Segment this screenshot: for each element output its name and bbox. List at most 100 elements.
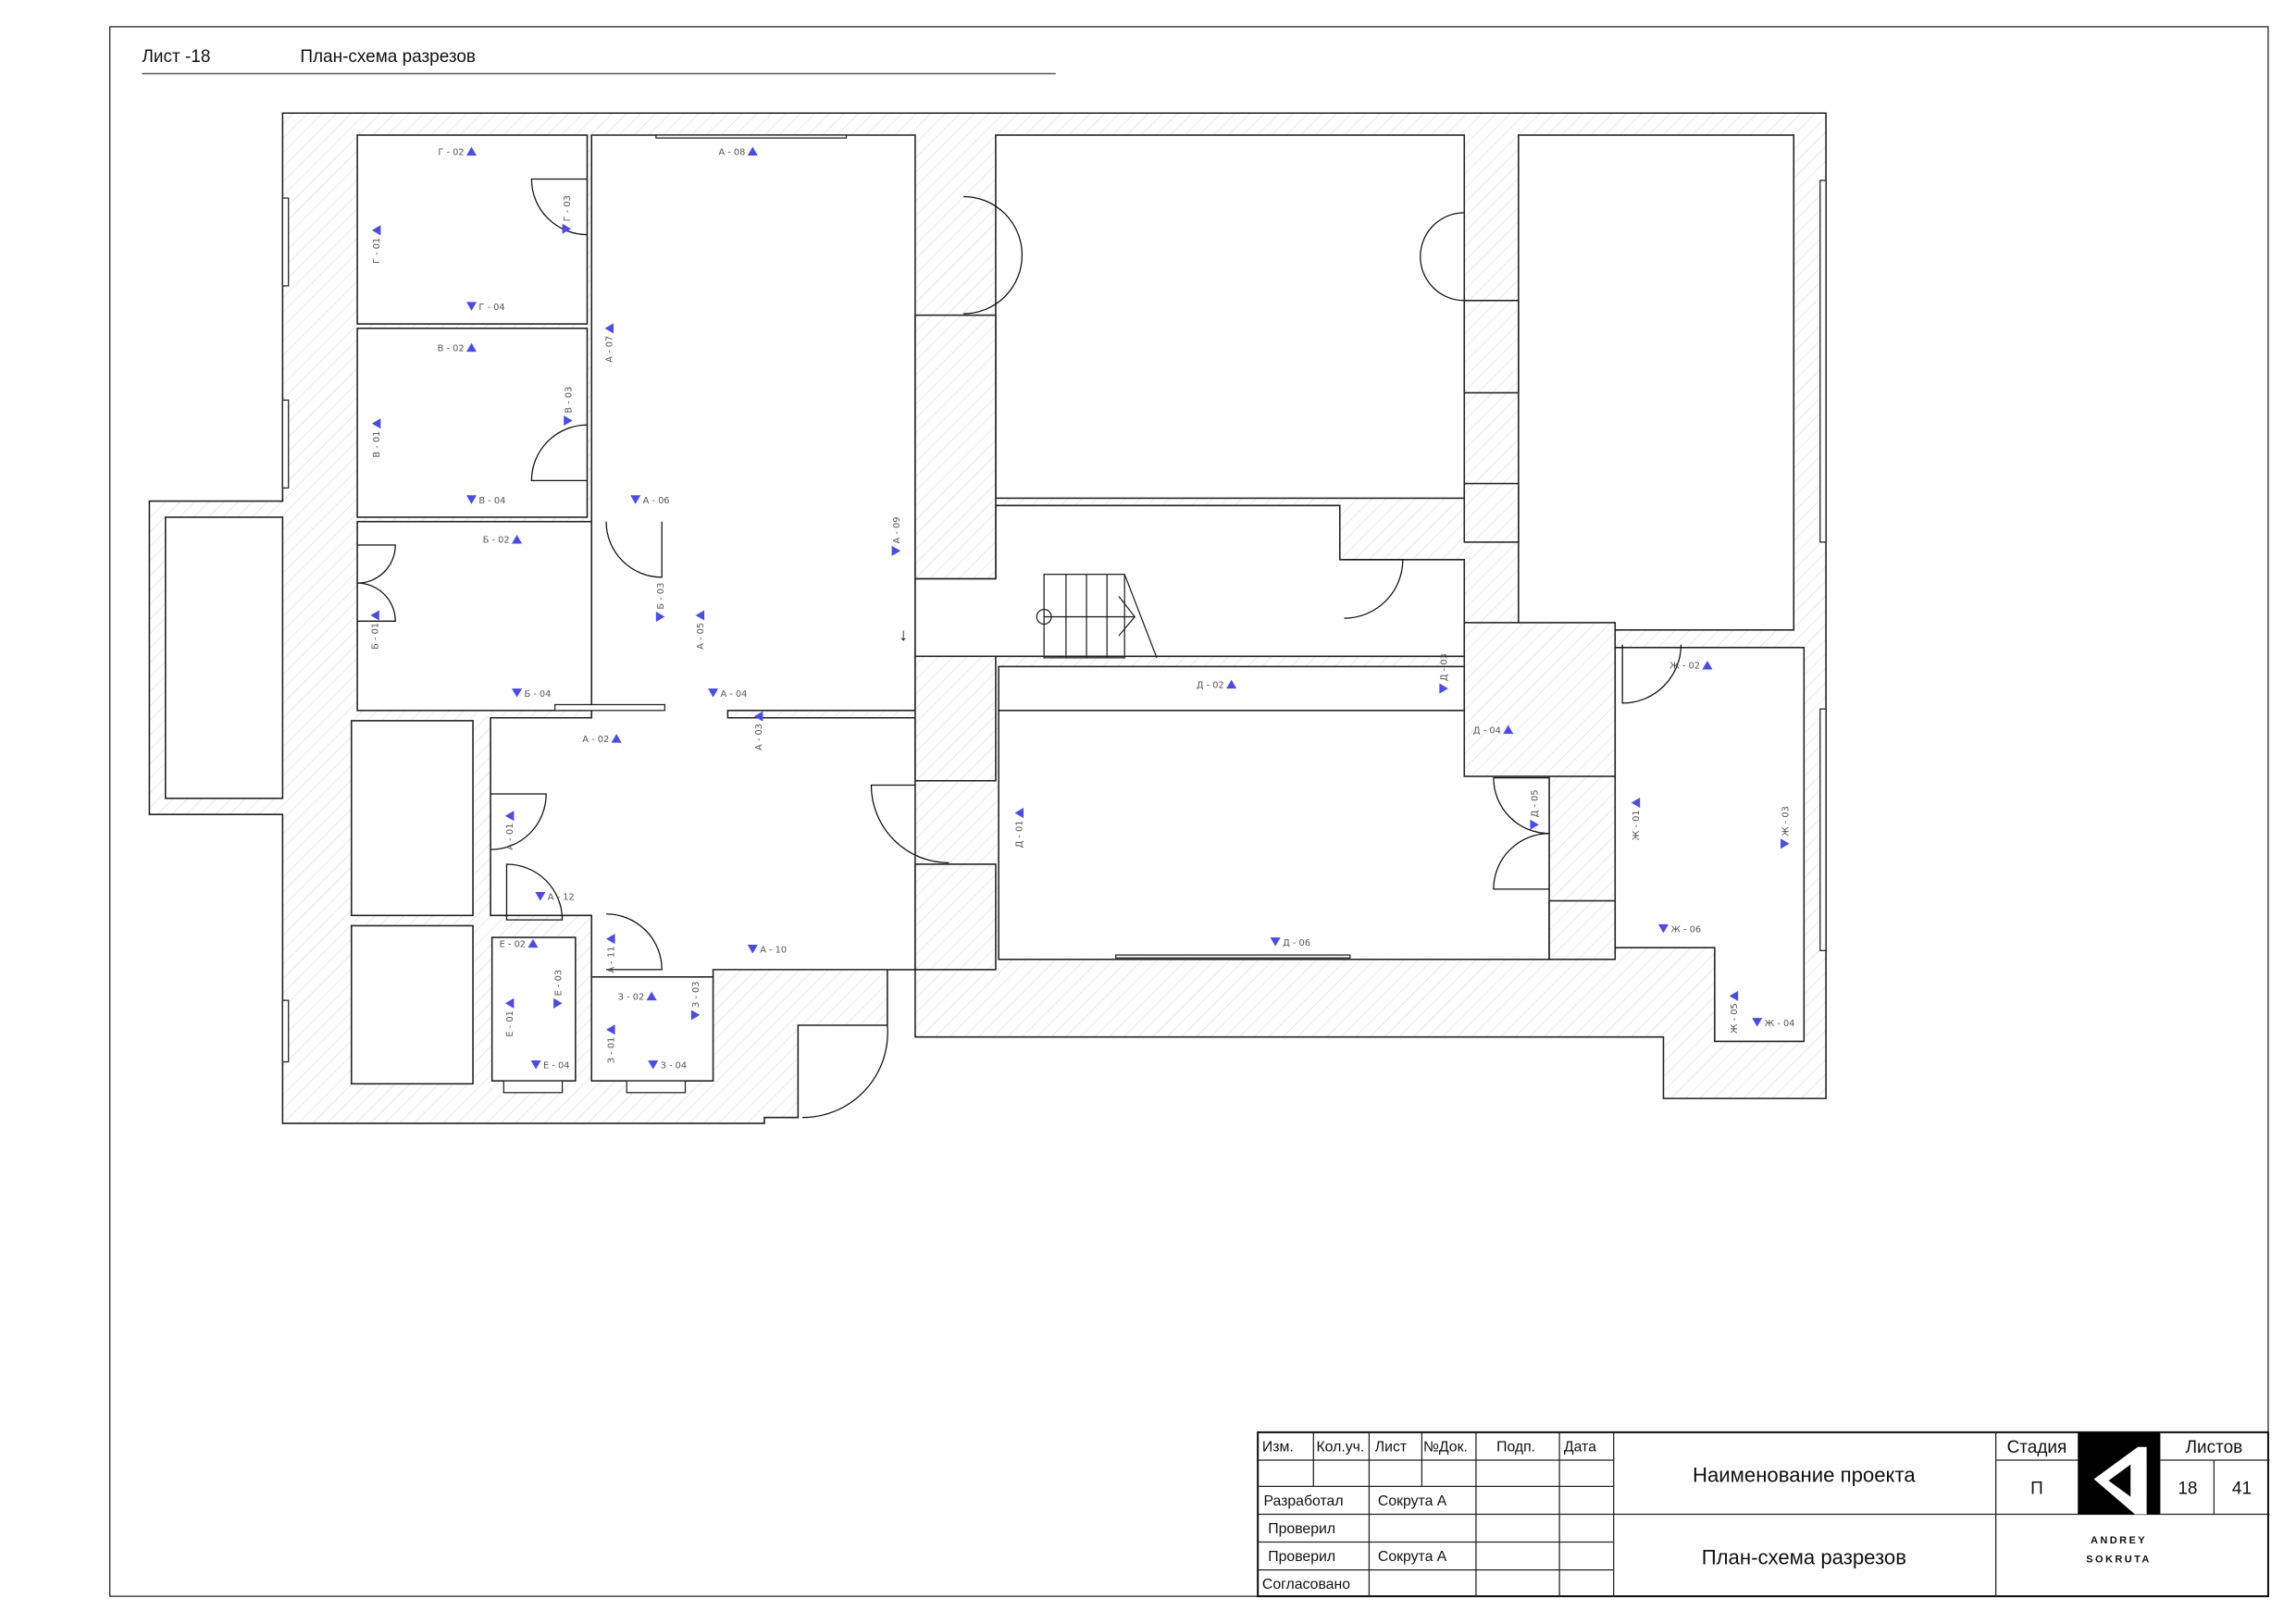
name-developed: Сокрута А <box>1378 1493 1447 1509</box>
section-marker[interactable]: Е - 02 <box>500 938 539 950</box>
section-marker[interactable]: Б - 02 <box>483 534 523 546</box>
section-marker[interactable]: Д - 02 <box>1197 679 1237 691</box>
sheet-heading: План-схема разрезов <box>300 47 476 67</box>
triangle-up-icon <box>1226 679 1237 689</box>
section-marker-label: А - 08 <box>718 147 745 157</box>
stage-label: Стадия <box>2007 1438 2067 1457</box>
section-marker[interactable]: А - 03 <box>753 711 764 750</box>
section-marker-label: Ж - 06 <box>1670 925 1701 935</box>
section-marker[interactable]: А - 08 <box>718 146 758 158</box>
section-marker-label: З - 03 <box>691 982 701 1009</box>
stage-value: П <box>2030 1479 2043 1498</box>
triangle-right-icon <box>1530 819 1539 830</box>
section-marker[interactable]: Б - 04 <box>512 688 551 700</box>
section-marker[interactable]: Б - 03 <box>655 583 666 623</box>
section-marker-label: В - 02 <box>438 343 465 353</box>
section-marker[interactable]: А - 02 <box>582 734 622 745</box>
room-top-center <box>995 134 1466 500</box>
section-marker[interactable]: З - 03 <box>690 982 701 1021</box>
section-marker[interactable]: З - 02 <box>618 991 657 1003</box>
section-marker-label: Д - 04 <box>1473 725 1501 736</box>
col-izm: Изм. <box>1262 1439 1294 1455</box>
section-marker[interactable]: Е - 04 <box>530 1059 570 1072</box>
section-marker[interactable]: Е - 03 <box>553 970 564 1009</box>
section-marker[interactable]: Ж - 03 <box>1781 806 1791 849</box>
section-marker[interactable]: Ж - 04 <box>1752 1018 1794 1029</box>
section-marker-label: Е - 04 <box>543 1061 569 1072</box>
col-date: Дата <box>1564 1439 1596 1455</box>
section-marker[interactable]: Д - 04 <box>1473 725 1514 737</box>
section-marker[interactable]: В - 04 <box>465 495 505 506</box>
triangle-right-icon <box>1781 838 1790 849</box>
section-marker[interactable]: Г - 04 <box>465 302 505 313</box>
triangle-down-icon <box>708 688 719 698</box>
section-marker-label: А - 03 <box>754 724 764 750</box>
triangle-up-icon <box>646 991 657 1001</box>
section-marker-label: Ж - 03 <box>1781 806 1791 836</box>
direction-arrow-icon: ↓ <box>900 626 908 645</box>
section-marker-label: А - 09 <box>892 517 902 544</box>
section-marker[interactable]: Ж - 02 <box>1669 661 1713 672</box>
section-marker[interactable]: В - 03 <box>564 387 574 427</box>
triangle-down-icon <box>1752 1018 1763 1027</box>
section-marker[interactable]: В - 01 <box>371 418 382 458</box>
section-marker-label: Б - 01 <box>371 623 381 650</box>
section-marker[interactable]: Б - 01 <box>370 610 381 650</box>
section-marker[interactable]: Е - 01 <box>504 997 515 1037</box>
section-marker[interactable]: А - 07 <box>604 323 615 363</box>
section-markers: Г - 02 Г - 04 В - 02 В - 04 Б - 02 Б - 04 А - … <box>370 146 1794 1072</box>
section-marker[interactable]: А - 09 <box>891 517 902 556</box>
triangle-left-icon <box>606 1024 615 1035</box>
section-marker[interactable]: Ж - 01 <box>1631 797 1642 840</box>
logo-line-1: ANDREY <box>2091 1535 2147 1546</box>
section-marker-label: Е - 01 <box>505 1010 515 1036</box>
column <box>914 655 997 782</box>
col-sign: Подп. <box>1496 1439 1535 1455</box>
section-marker[interactable]: Ж - 05 <box>1729 990 1740 1034</box>
section-marker-label: Ж - 01 <box>1632 810 1642 840</box>
section-marker[interactable]: А - 10 <box>747 944 787 956</box>
name-checked-2: Сокрута А <box>1378 1549 1447 1565</box>
col-list: Лист <box>1375 1439 1407 1455</box>
section-marker[interactable]: А - 05 <box>695 610 706 650</box>
logo-line-2: SOKRUTA <box>2086 1555 2152 1566</box>
section-marker[interactable]: З - 04 <box>648 1059 687 1072</box>
storage-1 <box>350 720 474 917</box>
triangle-left-icon <box>371 225 381 236</box>
section-marker[interactable]: Г - 01 <box>371 225 382 264</box>
section-marker[interactable]: А - 04 <box>708 688 747 700</box>
section-marker[interactable]: Г - 03 <box>562 195 573 234</box>
room-g <box>356 134 589 325</box>
room-d <box>998 710 1550 960</box>
triangle-down-icon <box>465 302 478 311</box>
section-marker[interactable]: Д - 05 <box>1530 789 1541 830</box>
triangle-down-icon <box>1657 923 1669 934</box>
room-e <box>490 936 577 1082</box>
triangle-up-icon <box>747 146 758 156</box>
section-marker[interactable]: Д - 01 <box>1014 808 1025 848</box>
triangle-up-icon <box>512 534 523 544</box>
sheet-value: 18 <box>2178 1479 2197 1498</box>
section-marker[interactable]: А - 12 <box>535 892 575 903</box>
section-marker[interactable]: А - 11 <box>606 934 616 973</box>
section-marker[interactable]: А - 01 <box>504 811 515 850</box>
triangle-up-icon <box>465 146 478 156</box>
section-marker[interactable]: З - 01 <box>606 1024 616 1063</box>
triangle-down-icon <box>512 688 523 698</box>
room-top-right <box>1518 134 1795 631</box>
title-block: Изм. Кол.уч. Лист №Док. Подп. Дата Разра… <box>1257 1431 2270 1598</box>
section-marker[interactable]: Д - 06 <box>1270 937 1310 948</box>
section-marker[interactable]: Ж - 06 <box>1657 923 1701 935</box>
section-marker[interactable]: В - 02 <box>438 342 478 354</box>
section-marker[interactable]: А - 06 <box>630 495 670 506</box>
triangle-left-icon <box>1729 990 1739 1001</box>
section-marker[interactable]: Д - 03 <box>1439 653 1450 694</box>
section-marker-label: Д - 06 <box>1283 938 1310 948</box>
section-marker-label: Е - 02 <box>500 939 526 949</box>
section-marker-label: Г - 01 <box>372 238 382 264</box>
triangle-up-icon <box>465 342 478 353</box>
section-marker-label: А - 07 <box>605 336 615 363</box>
section-marker[interactable]: Г - 02 <box>438 146 478 158</box>
section-marker-label: Е - 03 <box>553 970 564 996</box>
